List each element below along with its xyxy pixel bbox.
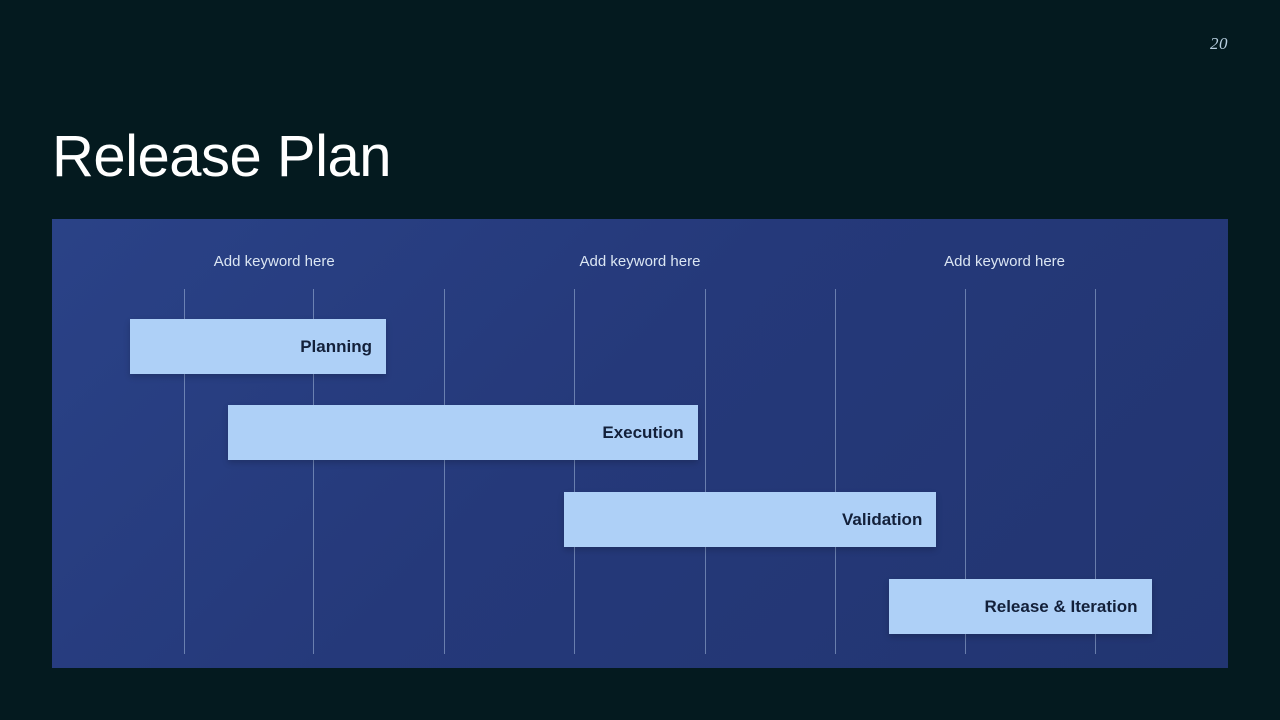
gantt-bar-label: Planning	[300, 336, 372, 356]
gridline	[835, 289, 837, 654]
column-keyword-label-1: Add keyword here	[213, 253, 335, 270]
gantt-bar-label: Release & Iteration	[984, 596, 1138, 616]
gantt-bar-release-iteration[interactable]: Release & Iteration	[889, 579, 1152, 634]
gantt-bar-validation[interactable]: Validation	[563, 492, 937, 547]
gridline	[574, 289, 576, 654]
gridline	[704, 289, 706, 654]
gantt-bar-execution[interactable]: Execution	[228, 405, 698, 460]
page-title: Release Plan	[52, 123, 392, 189]
gridline	[313, 289, 315, 654]
column-keyword-label-2: Add keyword here	[579, 253, 701, 270]
gridline	[443, 289, 445, 654]
gridline	[183, 289, 185, 654]
gantt-bar-label: Execution	[602, 422, 684, 442]
gridline	[964, 289, 966, 654]
gantt-chart-panel: Add keyword here Add keyword here Add ke…	[52, 219, 1228, 668]
column-keyword-label-3: Add keyword here	[944, 253, 1065, 270]
gantt-bar-label: Validation	[842, 509, 923, 529]
gantt-bar-planning[interactable]: Planning	[129, 319, 386, 374]
page-number: 20	[1210, 34, 1228, 53]
gridline	[1095, 289, 1097, 654]
